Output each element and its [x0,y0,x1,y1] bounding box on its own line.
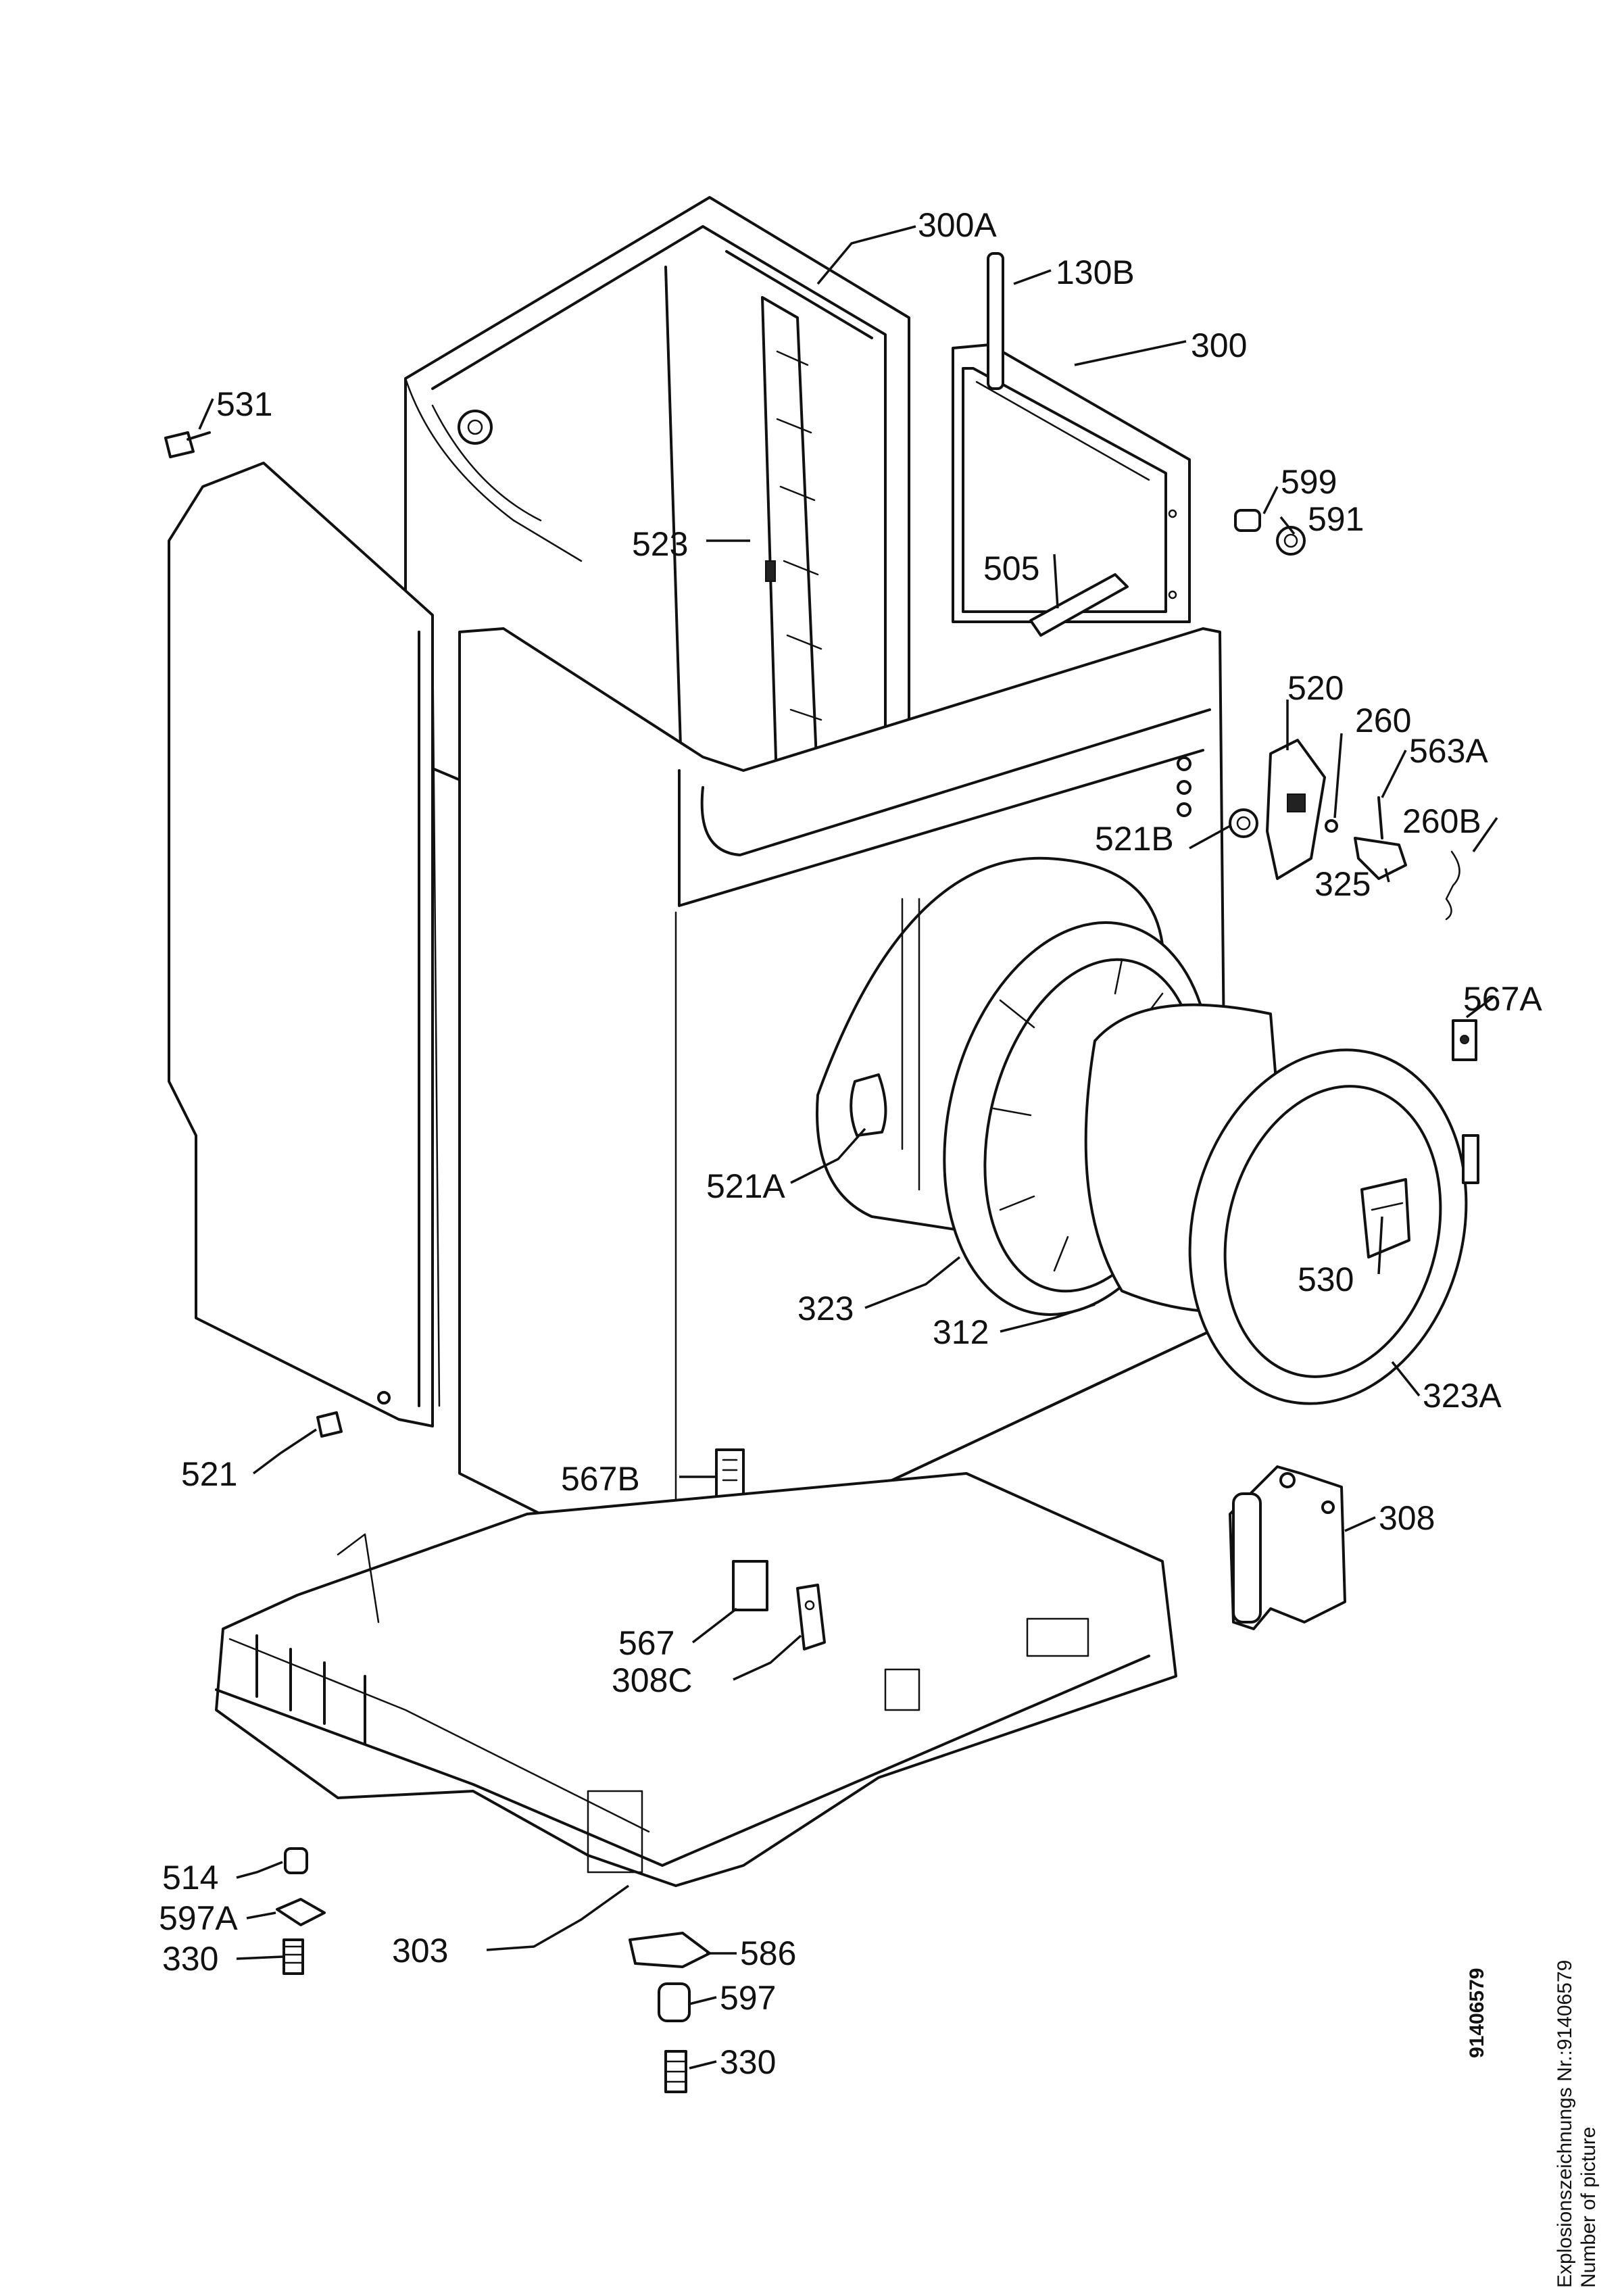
label-303: 303 [392,1932,448,1970]
label-521: 521 [181,1455,237,1493]
caption-line-2: Number of picture [1577,2127,1600,2288]
label-325: 325 [1314,865,1371,903]
top-frame-300 [952,343,1191,623]
label-531: 531 [216,385,272,423]
leader-lines [198,225,1498,2070]
label-308c: 308C [612,1661,693,1699]
label-597a: 597A [159,1899,238,1937]
label-523: 523 [632,525,688,563]
label-591: 591 [1308,500,1364,538]
label-130b: 130B [1056,253,1135,291]
door-323a [1188,1019,1479,1405]
label-308: 308 [1379,1499,1435,1537]
label-567: 567 [618,1624,674,1662]
label-300: 300 [1191,326,1247,364]
rear-strip-523 [761,296,822,806]
drawing-caption: 91406579 Explosionszeichnungs Nr.:914065… [1466,1960,1600,2288]
label-323a: 323A [1423,1377,1502,1415]
label-514: 514 [162,1859,218,1897]
label-567a: 567A [1463,980,1542,1018]
base-303 [215,1472,1177,1887]
label-300a: 300A [918,206,997,244]
label-586: 586 [740,1934,796,1972]
label-260: 260 [1355,702,1411,739]
label-563a: 563A [1409,732,1488,770]
feet [276,1847,711,2093]
caption-line-1: Explosionszeichnungs Nr.:91406579 [1554,1960,1576,2288]
door-lock-520 [1229,739,1460,921]
label-260b: 260B [1402,802,1481,840]
part-labels: 300A 130B 300 531 599 591 523 505 520 26… [159,206,1542,2081]
label-312: 312 [933,1313,989,1351]
label-567b: 567B [561,1460,640,1498]
label-323: 323 [797,1290,854,1327]
label-330-bottom: 330 [720,2043,776,2081]
label-597: 597 [720,1979,776,2017]
label-520: 520 [1287,669,1344,707]
drawing-number: 91406579 [1466,1968,1488,2058]
label-521b: 521B [1095,820,1174,858]
label-599: 599 [1281,463,1337,501]
label-330-left: 330 [162,1940,218,1978]
label-521a: 521A [706,1167,785,1205]
hinge-308 [1229,1465,1346,1630]
label-530: 530 [1298,1261,1354,1298]
label-505: 505 [983,549,1039,587]
small-parts [164,252,1306,1438]
left-side-panel [168,462,441,1427]
